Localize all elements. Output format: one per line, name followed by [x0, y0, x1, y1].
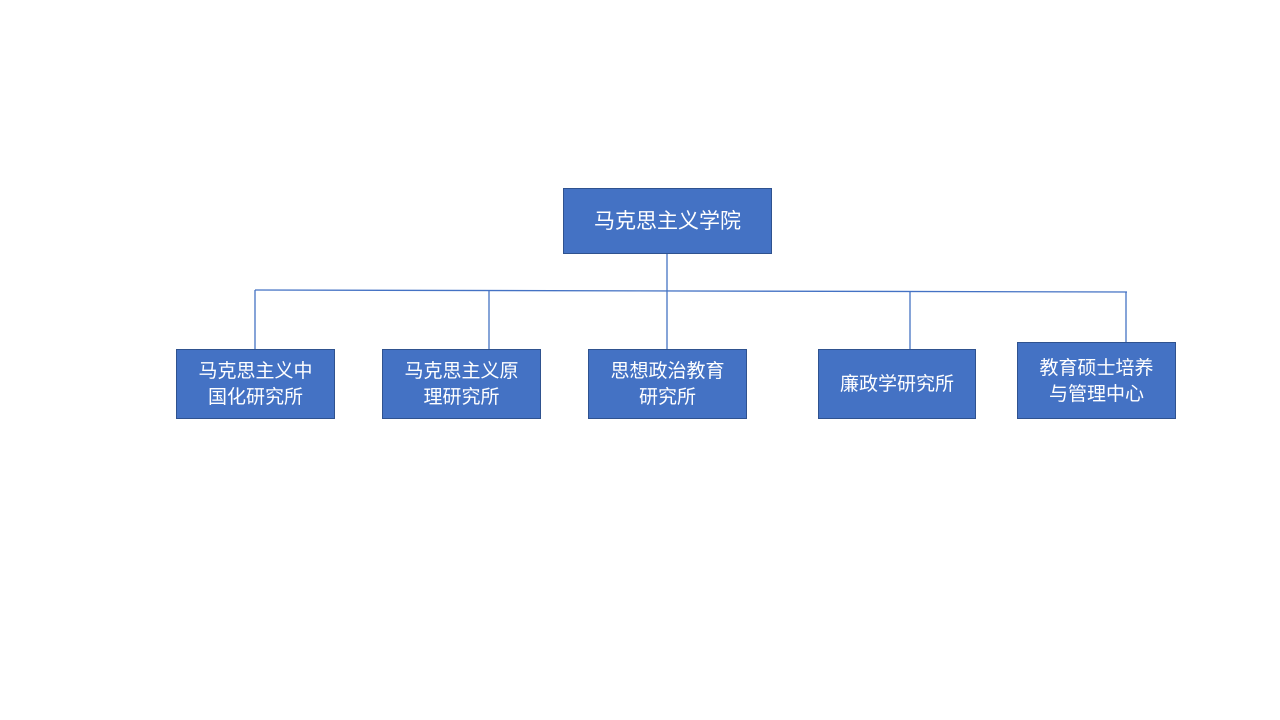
child-node-4: 廉政学研究所 — [818, 349, 976, 419]
horizontal-bus-line — [254, 289, 1128, 293]
child-node-3: 思想政治教育 研究所 — [588, 349, 747, 419]
root-node: 马克思主义学院 — [563, 188, 772, 254]
child-node-2: 马克思主义原 理研究所 — [382, 349, 541, 419]
child-node-1: 马克思主义中 国化研究所 — [176, 349, 335, 419]
child-node-5: 教育硕士培养 与管理中心 — [1017, 342, 1176, 419]
